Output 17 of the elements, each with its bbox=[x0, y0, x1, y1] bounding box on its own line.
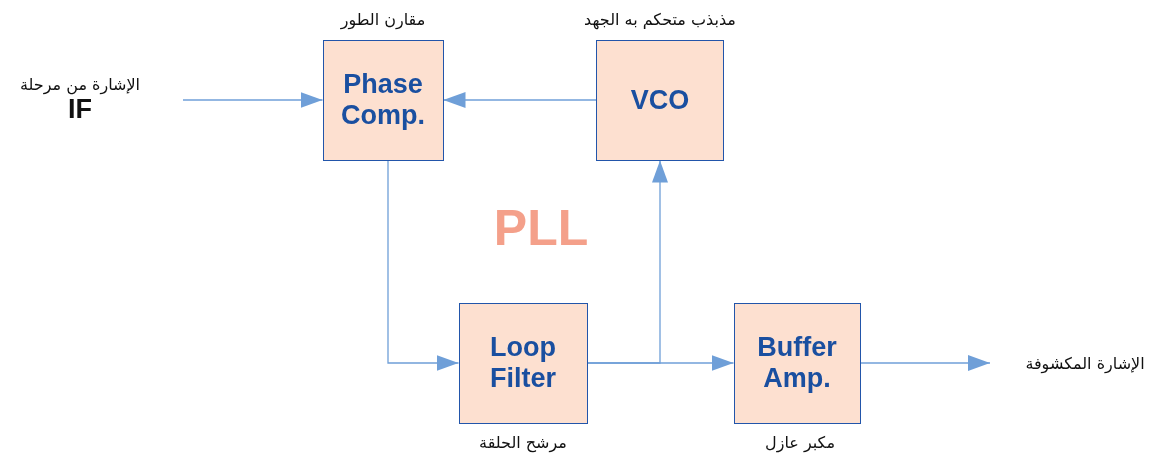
signal-label: IF bbox=[68, 94, 92, 125]
signal-label: الإشارة المكشوفة bbox=[1025, 353, 1145, 373]
process-box: VCO bbox=[596, 39, 724, 161]
process-box: Loop Filter bbox=[458, 302, 588, 424]
node-caption: مقارن الطور bbox=[340, 10, 426, 29]
node-caption: مذبذب متحكم به الجهد bbox=[584, 10, 736, 29]
process-box: Buffer Amp. bbox=[733, 302, 861, 424]
arrow bbox=[182, 92, 324, 108]
pll-label: PLL bbox=[493, 202, 589, 254]
arrow bbox=[586, 159, 668, 364]
node-caption: مرشح الحلقة bbox=[479, 433, 567, 452]
arrow bbox=[442, 92, 597, 108]
arrow bbox=[859, 355, 991, 371]
signal-label: الإشارة من مرحلة bbox=[19, 75, 140, 94]
process-box: Phase Comp. bbox=[322, 39, 444, 161]
node-caption: مكبر عازل bbox=[765, 433, 835, 452]
arrow bbox=[387, 159, 460, 371]
